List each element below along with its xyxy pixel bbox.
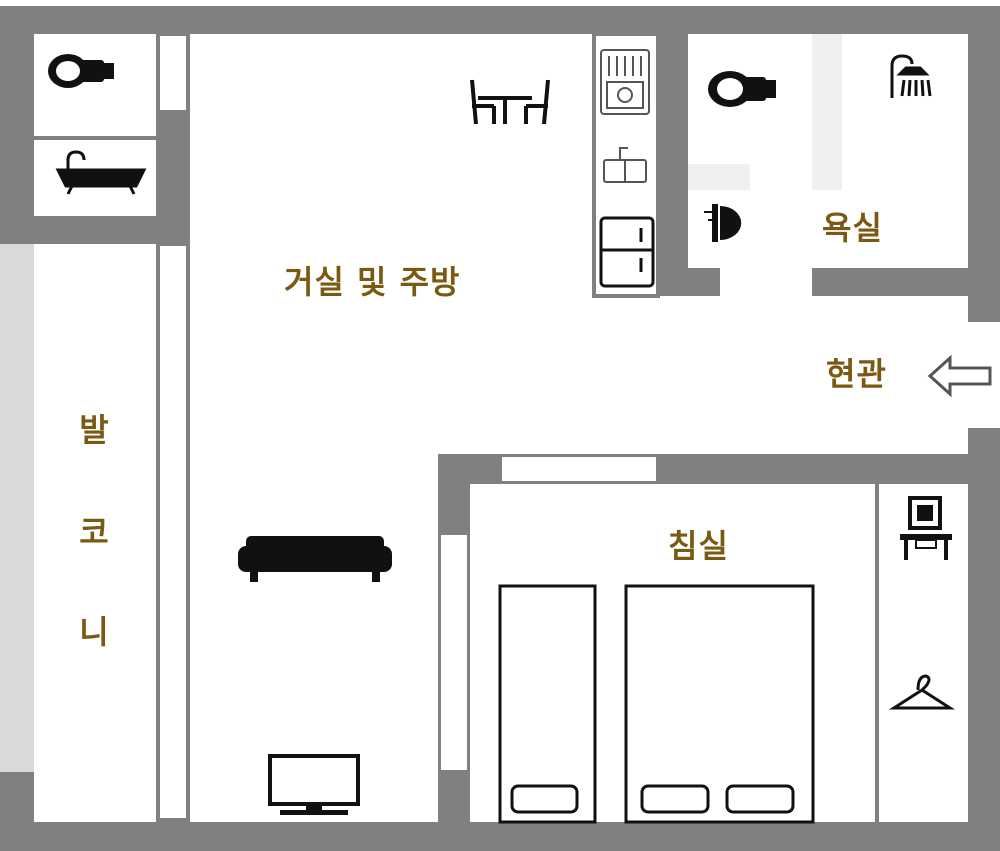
bed-icon	[498, 584, 815, 824]
label-entrance: 현관	[826, 355, 887, 393]
wash-basin-icon	[704, 204, 742, 242]
dining-table-icon	[470, 79, 550, 125]
wall-wc-bottom	[34, 216, 190, 244]
label-balcony-3: 니	[79, 613, 109, 651]
bath-partition-mid	[688, 164, 750, 190]
wall-closet-divider	[875, 484, 879, 822]
window-balcony	[160, 246, 186, 818]
toilet-icon	[48, 54, 114, 88]
sofa-icon	[238, 536, 392, 582]
toilet-bath-icon	[708, 71, 776, 107]
bath-partition-top	[812, 34, 842, 190]
arrow-left-icon	[927, 354, 992, 398]
wall-bath-left	[658, 34, 688, 296]
wall-bath-bottom-right	[812, 268, 968, 296]
label-living-kitchen: 거실 및 주방	[284, 263, 461, 301]
hanger-icon	[888, 674, 956, 710]
label-balcony-2: 코	[79, 513, 109, 551]
shower-icon	[890, 54, 932, 98]
wall-right-upper	[968, 6, 1000, 322]
wall-bottom	[0, 822, 1000, 851]
wall-bath-bottom-left	[658, 268, 720, 296]
single-bed-pillow	[510, 784, 579, 814]
wall-wc-divider	[34, 136, 156, 140]
bathtub-icon	[55, 150, 147, 195]
double-bed-pillow-left	[640, 784, 710, 814]
label-balcony-1: 발	[79, 411, 109, 449]
label-bathroom: 욕실	[822, 209, 883, 247]
vanity-desk-icon	[900, 496, 952, 560]
balcony-strip	[0, 244, 34, 772]
refrigerator-icon	[599, 216, 655, 288]
double-bed-pillow-right	[725, 784, 795, 814]
tv-icon	[268, 754, 360, 815]
wall-right-lower	[968, 428, 1000, 851]
window-bedroom-top	[502, 457, 656, 481]
single-bed	[498, 584, 597, 824]
kitchen-sink-icon	[603, 147, 647, 183]
window-bedroom-left	[441, 535, 467, 770]
double-bed	[624, 584, 815, 824]
openings	[0, 34, 842, 818]
window-wc	[160, 36, 186, 110]
stove-icon	[600, 49, 650, 115]
label-bedroom: 침실	[668, 527, 729, 565]
wall-top	[0, 6, 1000, 34]
